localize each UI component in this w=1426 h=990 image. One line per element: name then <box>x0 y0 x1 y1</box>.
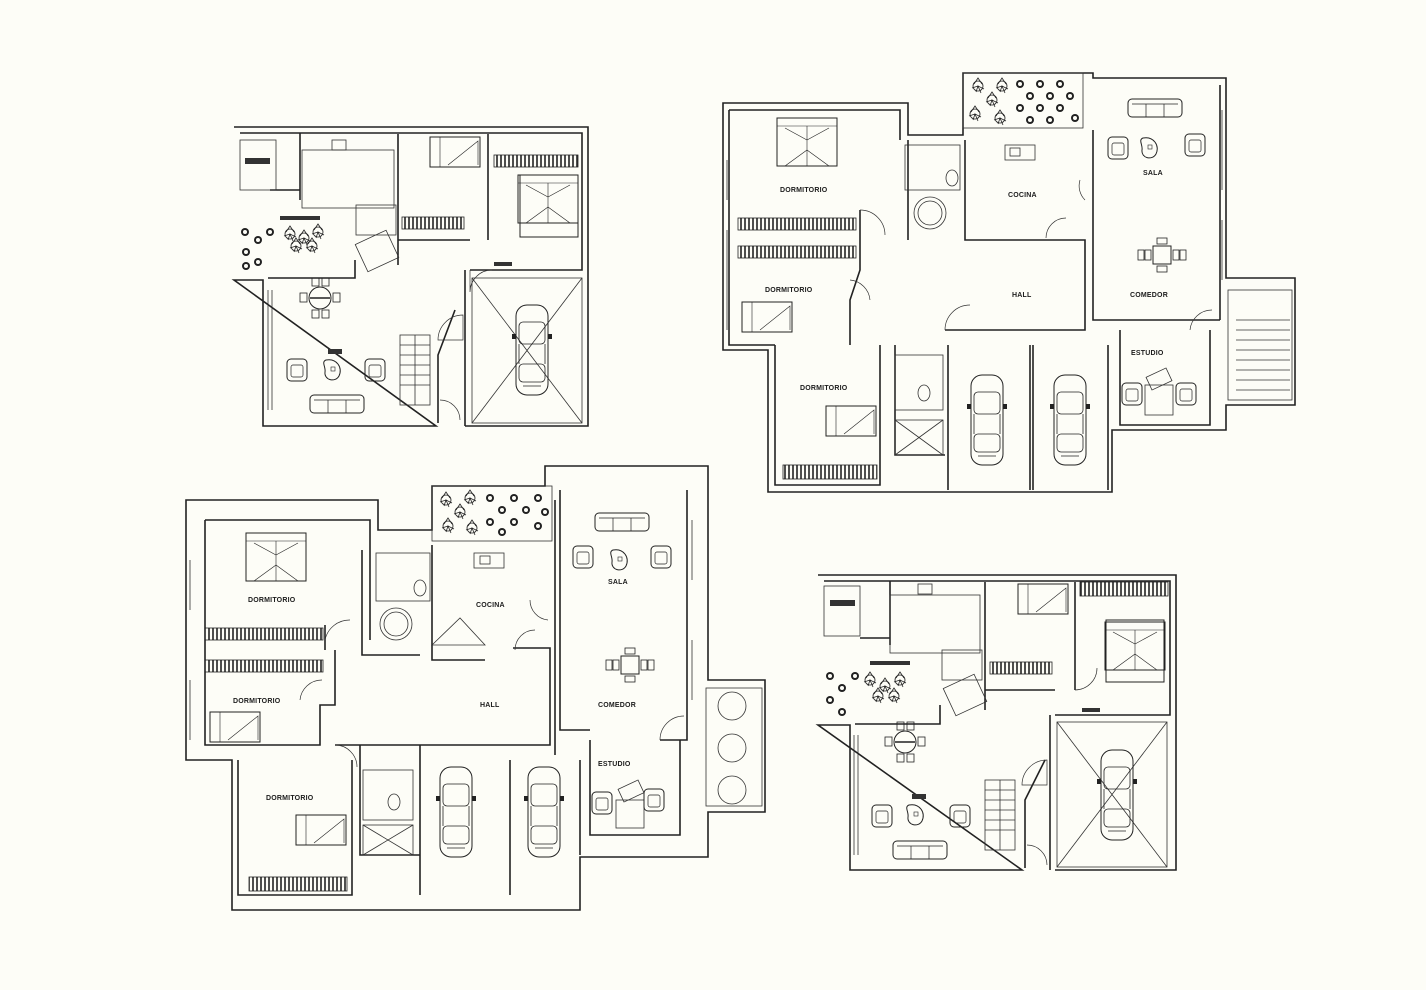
room-label-dormitorio: DORMITORIO <box>248 597 296 604</box>
room-label-dormitorio: DORMITORIO <box>800 385 848 392</box>
room-label-comedor: COMEDOR <box>1130 292 1168 299</box>
room-label-dormitorio: DORMITORIO <box>765 287 813 294</box>
garden-bottom-right <box>826 671 907 716</box>
room-label-sala: SALA <box>608 579 628 586</box>
room-label-estudio: ESTUDIO <box>598 761 631 768</box>
room-label-cocina: COCINA <box>1008 192 1037 199</box>
room-label-dormitorio: DORMITORIO <box>780 187 828 194</box>
plan-bottom-right <box>815 574 1177 871</box>
room-label-dormitorio: DORMITORIO <box>266 795 314 802</box>
room-label-sala: SALA <box>1143 170 1163 177</box>
room-label-hall: HALL <box>480 702 500 709</box>
room-label-estudio: ESTUDIO <box>1131 350 1164 357</box>
plan-top-left <box>231 126 589 427</box>
room-label-hall: HALL <box>1012 292 1032 299</box>
garden-top-right <box>962 72 1084 129</box>
garden-top-left <box>241 223 325 270</box>
room-label-cocina: COCINA <box>476 602 505 609</box>
garden-bottom-left <box>431 485 553 542</box>
plan-bottom-left: DORMITORIO DORMITORIO DORMITORIO COCINA … <box>185 465 766 911</box>
room-label-comedor: COMEDOR <box>598 702 636 709</box>
room-label-dormitorio: DORMITORIO <box>233 698 281 705</box>
plan-top-right: DORMITORIO DORMITORIO DORMITORIO COCINA … <box>722 72 1296 493</box>
